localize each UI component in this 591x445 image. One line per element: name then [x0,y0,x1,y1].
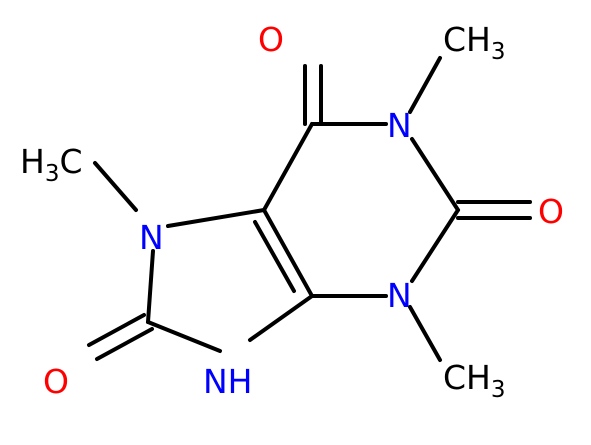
methyl-n3-main: CH [443,358,491,397]
methyl-n7-c: C [59,142,82,181]
bond-c5-c6 [262,122,314,212]
bond-n3-ch3 [408,305,442,362]
bond-n7-c8 [146,249,155,324]
bond-c5-n7 [166,208,266,228]
methyl-n1-subscript: 3 [491,39,506,65]
bond-c2-n3 [410,208,460,283]
bond-n7-ch3 [93,161,138,212]
methyl-n1-main: CH [443,20,491,59]
nh-group-n9: NH [203,362,253,401]
oxygen-atom-c2: O [538,192,564,231]
oxygen-atom-c8: O [43,362,69,401]
methyl-n3-subscript: 3 [491,377,506,403]
bond-c8-o8-b [95,327,154,361]
bond-c8-n9 [146,320,222,353]
bond-n1-ch3 [408,56,442,114]
bond-c8-o8-a [87,313,146,347]
bond-n1-c2 [410,137,460,212]
methyl-n7-subscript: 3 [45,161,60,187]
nitrogen-atom-n1: N [387,106,412,145]
methyl-group-n1: CH3 [443,20,506,65]
nitrogen-atom-n7: N [139,218,164,257]
methyl-group-n7: H3C [20,142,83,187]
bond-n9-c4 [248,294,314,342]
atom-labels: O N CH3 O N CH3 N H3C O NH [20,20,564,403]
bond-c4-c5-a [262,208,314,298]
bonds [87,56,532,362]
nitrogen-atom-n3: N [387,276,412,315]
methyl-n7-h: H [20,142,45,181]
methyl-group-n3: CH3 [443,358,506,403]
oxygen-atom-c6: O [258,20,284,59]
bond-c4-c5-b [253,220,296,293]
